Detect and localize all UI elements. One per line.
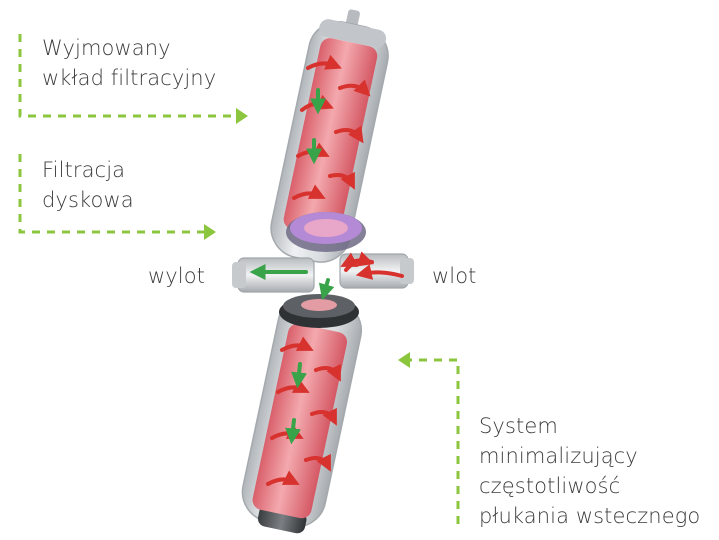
label-inlet: wlot	[432, 261, 477, 291]
label-line: częstotliwość	[479, 471, 700, 501]
label-line: Wyjmowany	[42, 33, 216, 63]
guide-disc-arrowhead	[204, 224, 216, 240]
label-outlet: wylot	[148, 261, 205, 291]
label-line: System	[479, 411, 700, 441]
label-backwash-system: System minimalizujący częstotliwość płuk…	[479, 411, 700, 531]
label-line: Filtracja	[42, 155, 134, 185]
label-removable-cartridge: Wyjmowany wkład filtracyjny	[42, 33, 216, 93]
disc-filter-ring	[286, 212, 366, 252]
label-line: wkład filtracyjny	[42, 63, 216, 93]
guide-cartridge-arrowhead	[236, 108, 248, 124]
label-line: minimalizujący	[479, 441, 700, 471]
lower-cartridge-cap	[279, 294, 359, 328]
guide-system-arrowhead	[398, 352, 410, 368]
label-line: płukania wstecznego	[479, 501, 700, 531]
guide-system	[410, 360, 458, 524]
label-line: dyskowa	[42, 185, 134, 215]
label-disc-filtration: Filtracja dyskowa	[42, 155, 134, 215]
